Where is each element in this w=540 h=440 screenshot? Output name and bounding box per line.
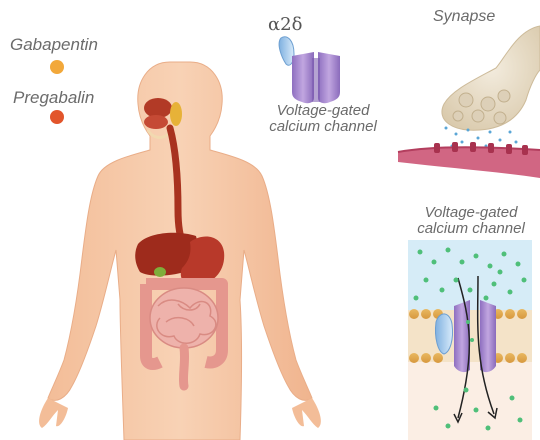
legend-dot-pregabalin [50,110,64,124]
channel-label: Voltage-gated calcium channel [248,103,398,135]
rectum [183,348,184,386]
legend-label-pregabalin: Pregabalin [13,88,94,108]
synapse-illustration [398,26,540,178]
legend-dot-gabapentin [50,60,64,74]
channel-label-line1: Voltage-gated [248,103,398,119]
small-intestine [150,288,218,348]
legend-label-gabapentin: Gabapentin [10,35,98,55]
channel-label-line2: calcium channel [248,119,398,135]
calcium-channel-icon [279,37,340,103]
gallbladder [154,267,166,277]
synapse-title: Synapse [433,8,495,26]
membrane-channel-illustration [408,240,532,440]
membrane-label-line2: calcium channel [404,221,538,237]
alpha2delta-label: α2δ [268,14,302,35]
membrane-label-line1: Voltage-gated [404,205,538,221]
membrane-panel-title: Voltage-gated calcium channel [404,205,538,237]
